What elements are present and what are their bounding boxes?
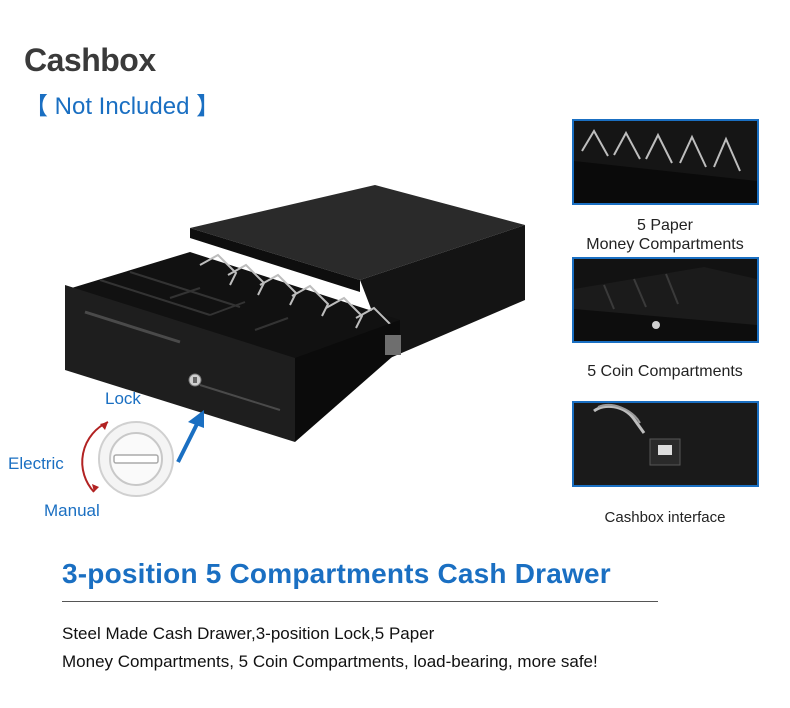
- lock-position-label: Lock: [105, 389, 141, 408]
- manual-position-label: Manual: [44, 501, 100, 520]
- paper-caption-line2: Money Compartments: [586, 236, 744, 253]
- paper-compartments-image: [572, 119, 759, 205]
- cash-drawer-image: [65, 185, 525, 442]
- page-title: Cashbox: [24, 42, 156, 78]
- description-line-1: Steel Made Cash Drawer,3-position Lock,5…: [62, 624, 435, 643]
- description-line-2: Money Compartments, 5 Coin Compartments,…: [62, 652, 598, 671]
- coin-compartments-image: [572, 257, 759, 343]
- paper-compartments-caption: 5 Paper Money Compartments: [560, 216, 770, 254]
- paper-caption-line1: 5 Paper: [636, 217, 694, 234]
- cashbox-interface-image: [572, 401, 759, 487]
- electric-position-label: Electric: [8, 454, 64, 473]
- cashbox-interface-caption: Cashbox interface: [604, 509, 726, 526]
- not-included-note: 【 Not Included 】: [24, 93, 221, 120]
- lock-dial-diagram: [81, 421, 174, 497]
- arrow-icon: [176, 410, 204, 463]
- coin-compartments-caption: 5 Coin Compartments: [587, 363, 743, 380]
- divider: [62, 601, 658, 602]
- product-headline: 3-position 5 Compartments Cash Drawer: [62, 558, 611, 589]
